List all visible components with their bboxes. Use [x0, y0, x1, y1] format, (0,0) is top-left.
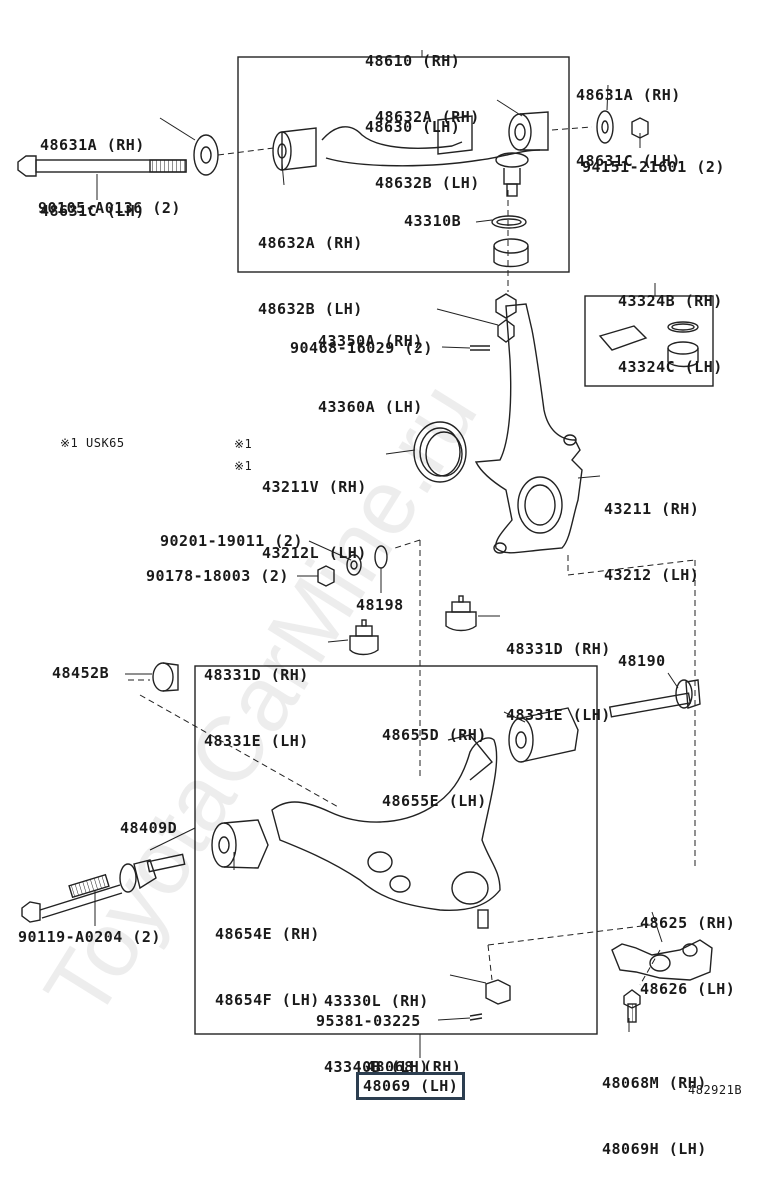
cam-plate-right-drawing	[596, 110, 649, 144]
retainer-drawing	[152, 662, 179, 692]
label-line: 48632A (RH)	[258, 234, 363, 252]
label-cam-plate-left[interactable]: 48631A (RH) 48631C (LH)	[40, 90, 145, 244]
upper-ball-nut-drawing	[470, 293, 517, 351]
lower-ball-nut-drawing	[469, 979, 511, 1021]
lower-arm-drawing	[271, 734, 501, 929]
oil-seal-mark-rh: ※1	[234, 437, 253, 451]
label-strut-bracket[interactable]: 48625 (RH) 48626 (LH)	[640, 868, 735, 1022]
upper-arm-drawing	[272, 111, 549, 197]
assembly-lines	[128, 126, 696, 986]
exploded-view-drawing	[17, 50, 714, 1058]
label-lower-bolt[interactable]: 90119-A0204 (2)	[18, 928, 161, 946]
label-cotter-pin-upper[interactable]: 90468-16029 (2)	[290, 339, 433, 357]
label-line: 48331E (LH)	[506, 706, 611, 724]
label-line: 48655D (RH)	[382, 726, 487, 744]
label-lower-bush-left[interactable]: 48654E (RH) 48654F (LH)	[215, 879, 320, 1033]
label-knuckle[interactable]: 43211 (RH) 43212 (LH)	[604, 454, 699, 608]
lower-arm-group-box	[194, 665, 598, 1035]
lower-bush-upper-drawing	[508, 707, 579, 763]
label-adjust-bolt[interactable]: 48190	[618, 652, 666, 670]
label-line: 48632A (RH)	[375, 108, 480, 126]
label-line: 48331E (LH)	[204, 732, 309, 750]
label-bumper-right[interactable]: 48331D (RH) 48331E (LH)	[506, 594, 611, 748]
label-lower-bolt-part[interactable]: 48409D	[120, 819, 178, 837]
label-lower-bush-upper[interactable]: 48655D (RH) 48655E (LH)	[382, 680, 487, 834]
knuckle-drawing	[474, 303, 583, 554]
oil-seal-mark-lh: ※1	[234, 459, 253, 473]
label-repair-kit[interactable]: 43324B (RH) 43324C (LH)	[618, 246, 723, 400]
label-lower-ball-nut[interactable]: 43330L (RH) 43340B (LH)	[324, 946, 429, 1100]
label-line: 48630 (LH)	[365, 118, 461, 136]
bumper-drawing	[349, 595, 477, 656]
repair-kit-drawing	[598, 321, 699, 368]
upper-bolt-drawing	[17, 155, 187, 177]
label-upper-arm-bush-left[interactable]: 48632A (RH) 48632B (LH)	[258, 188, 363, 342]
label-bolt-2[interactable]: 90201-19011 (2)	[160, 532, 303, 550]
stabilizer-link-drawing	[623, 989, 641, 1023]
label-line: 48331D (RH)	[506, 640, 611, 658]
label-line: 48631A (RH)	[40, 136, 145, 154]
upper-ball-boot-drawing	[491, 215, 529, 268]
label-upper-nut[interactable]: 94151-21601 (2)	[582, 158, 725, 176]
label-stabilizer-link[interactable]: 48068M (RH) 48069H (LH)	[602, 1028, 707, 1182]
label-line: 43340B (LH)	[324, 1058, 429, 1076]
label-line: 48626 (LH)	[640, 980, 736, 998]
footnote: ※1 USK65	[60, 436, 125, 450]
label-line: 43211 (RH)	[604, 500, 700, 518]
label-line: 48631C (LH)	[576, 152, 681, 170]
label-line: 48331D (RH)	[204, 666, 309, 684]
label-line: 48631A (RH)	[576, 86, 681, 104]
label-line: 43350A (RH)	[318, 332, 423, 350]
label-upper-arm-bush-top[interactable]: 48632A (RH) 48632B (LH)	[375, 62, 480, 216]
label-line: 43324B (RH)	[618, 292, 723, 310]
lower-bush-left-drawing	[211, 819, 269, 869]
label-lower-arm-lh-selected[interactable]: 48069 (LH)	[356, 1072, 466, 1100]
strut-bracket-drawing	[611, 939, 713, 981]
label-line: 48625 (RH)	[640, 914, 736, 932]
leader-lines	[94, 50, 679, 1058]
label-line: 48654F (LH)	[215, 991, 320, 1009]
label-line: 48632B (LH)	[258, 300, 363, 318]
label-line: 48631C (LH)	[40, 202, 145, 220]
oil-seal-drawing	[413, 421, 467, 483]
small-fasteners-drawing	[317, 545, 388, 587]
label-lower-arm-rh[interactable]: 48068 (RH)	[366, 1058, 462, 1071]
label-oil-seal[interactable]: 43211V (RH) 43212L (LH)	[262, 432, 367, 586]
label-washer[interactable]: 48198	[356, 596, 404, 614]
label-line: 43212L (LH)	[262, 544, 367, 562]
label-cam-plate-right[interactable]: 48631A (RH) 48631C (LH)	[576, 40, 681, 194]
label-line: 43212 (LH)	[604, 566, 700, 584]
label-nut-2[interactable]: 90178-18003 (2)	[146, 567, 289, 585]
lower-bolt-drawing	[21, 853, 186, 923]
label-bumper-left[interactable]: 48331D (RH) 48331E (LH)	[204, 620, 309, 774]
adjust-bolt-drawing	[608, 679, 701, 718]
figure-id: 482921B	[688, 1083, 743, 1097]
label-cotter-pin-lower[interactable]: 95381-03225	[316, 1012, 421, 1030]
label-upper-arm[interactable]: 48610 (RH) 48630 (LH)	[365, 6, 460, 160]
label-line: 43211V (RH)	[262, 478, 367, 496]
label-line: 48632B (LH)	[375, 174, 480, 192]
label-line: 43330L (RH)	[324, 992, 429, 1010]
repair-kit-box	[584, 295, 714, 387]
label-upper-bolt[interactable]: 90105-A0136 (2)	[38, 199, 181, 217]
label-line: 48069H (LH)	[602, 1140, 707, 1158]
label-line: 48610 (RH)	[365, 52, 461, 70]
cam-plate-left-drawing	[193, 134, 219, 176]
label-line: 48655E (LH)	[382, 792, 487, 810]
upper-arm-group-box	[237, 56, 570, 273]
label-retainer[interactable]: 48452B	[52, 664, 110, 682]
label-line: 43324C (LH)	[618, 358, 723, 376]
label-line: 48654E (RH)	[215, 925, 320, 943]
label-line: 48068M (RH)	[602, 1074, 707, 1092]
label-upper-ball-nut[interactable]: 43350A (RH) 43360A (LH)	[318, 286, 423, 440]
parts-diagram: ToyotaCarMine.ru 48610 (RH) 48630 (LH) 4…	[17, 6, 743, 1158]
label-line: 43360A (LH)	[318, 398, 423, 416]
label-ball-joint-nut-upper[interactable]: 43310B	[404, 212, 462, 230]
